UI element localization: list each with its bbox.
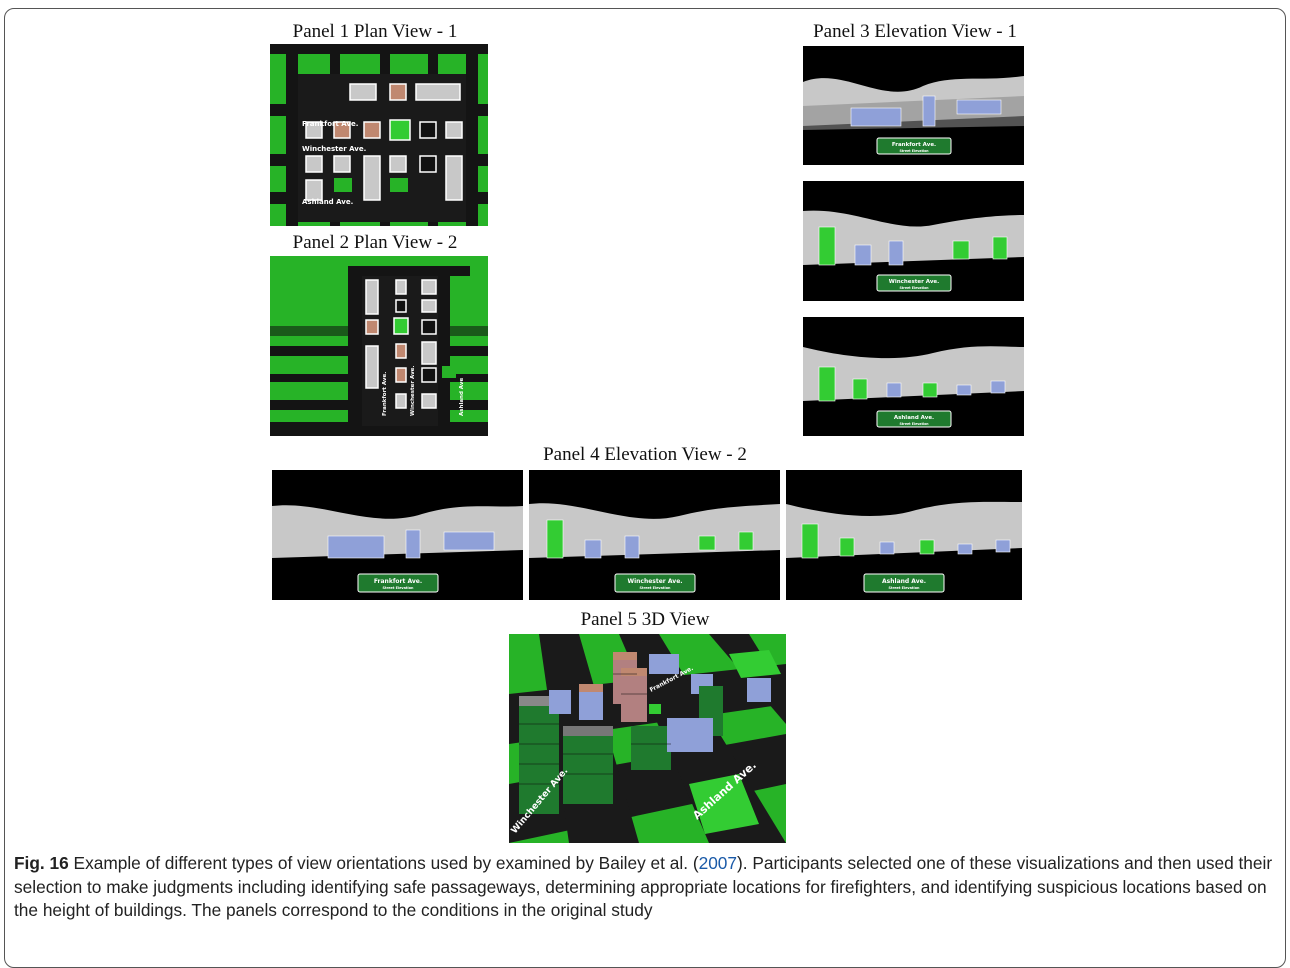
figure-label: Fig. 16 bbox=[14, 853, 69, 873]
panel-3-elevation-winchester: Winchester Ave. Street Elevation bbox=[803, 181, 1024, 301]
elev1-ashland-sub: Street Elevation bbox=[899, 422, 929, 426]
panel-4-title: Panel 4 Elevation View - 2 bbox=[543, 444, 747, 465]
elev1-frankfort-sub: Street Elevation bbox=[899, 149, 929, 153]
frankfort-label: Frankfort Ave. bbox=[302, 120, 358, 128]
elev1-frankfort-sign: Frankfort Ave. bbox=[892, 142, 936, 148]
elev2-winchester-sub: Street Elevation bbox=[640, 586, 672, 590]
winchester-label: Winchester Ave. bbox=[302, 145, 366, 153]
elev1-ashland-sign: Ashland Ave. bbox=[894, 415, 934, 421]
elev2-ashland-sign: Ashland Ave. bbox=[882, 578, 926, 585]
plan2-frankfort-label: Frankfort Ave. bbox=[382, 372, 388, 416]
panel-5-3d-view: Winchester Ave. Ashland Ave. Frankfort A… bbox=[509, 634, 786, 843]
elev1-winchester-sub: Street Elevation bbox=[899, 286, 929, 290]
panel-2-plan-view: Frankfort Ave. Winchester Ave. Ashland A… bbox=[270, 256, 488, 436]
elev2-frankfort-sign: Frankfort Ave. bbox=[374, 578, 422, 585]
panel-3-elevation-frankfort: Frankfort Ave. Street Elevation bbox=[803, 46, 1024, 165]
ashland-label: Ashland Ave. bbox=[302, 198, 353, 206]
panel-2-title: Panel 2 Plan View - 2 bbox=[292, 232, 458, 253]
panel-3-elevation-ashland: Ashland Ave. Street Elevation bbox=[803, 317, 1024, 436]
figure-caption: Fig. 16 Example of different types of vi… bbox=[14, 852, 1276, 923]
citation-link[interactable]: 2007 bbox=[698, 853, 738, 873]
panel-1-title: Panel 1 Plan View - 1 bbox=[292, 21, 458, 42]
panel-1-plan-view: Frankfort Ave. Winchester Ave. Ashland A… bbox=[270, 44, 488, 226]
plan2-winchester-label: Winchester Ave. bbox=[410, 366, 416, 417]
panel-4-elevation-ashland: Ashland Ave. Street Elevation bbox=[786, 470, 1022, 600]
caption-text-a: Example of different types of view orien… bbox=[68, 853, 699, 873]
panel-5-title: Panel 5 3D View bbox=[580, 609, 710, 630]
elev1-winchester-sign: Winchester Ave. bbox=[889, 279, 940, 285]
plan2-ashland-label: Ashland Ave bbox=[459, 378, 465, 416]
panel-4-elevation-winchester: Winchester Ave. Street Elevation bbox=[529, 470, 780, 600]
panel-3-title: Panel 3 Elevation View - 1 bbox=[813, 21, 1017, 42]
elev2-frankfort-sub: Street Elevation bbox=[383, 586, 415, 590]
panel-4-elevation-frankfort: Frankfort Ave. Street Elevation bbox=[272, 470, 523, 600]
elev2-ashland-sub: Street Elevation bbox=[889, 586, 921, 590]
caption-text-b: ). Participants selected one of these vi… bbox=[14, 853, 1273, 920]
elev2-winchester-sign: Winchester Ave. bbox=[627, 578, 682, 585]
